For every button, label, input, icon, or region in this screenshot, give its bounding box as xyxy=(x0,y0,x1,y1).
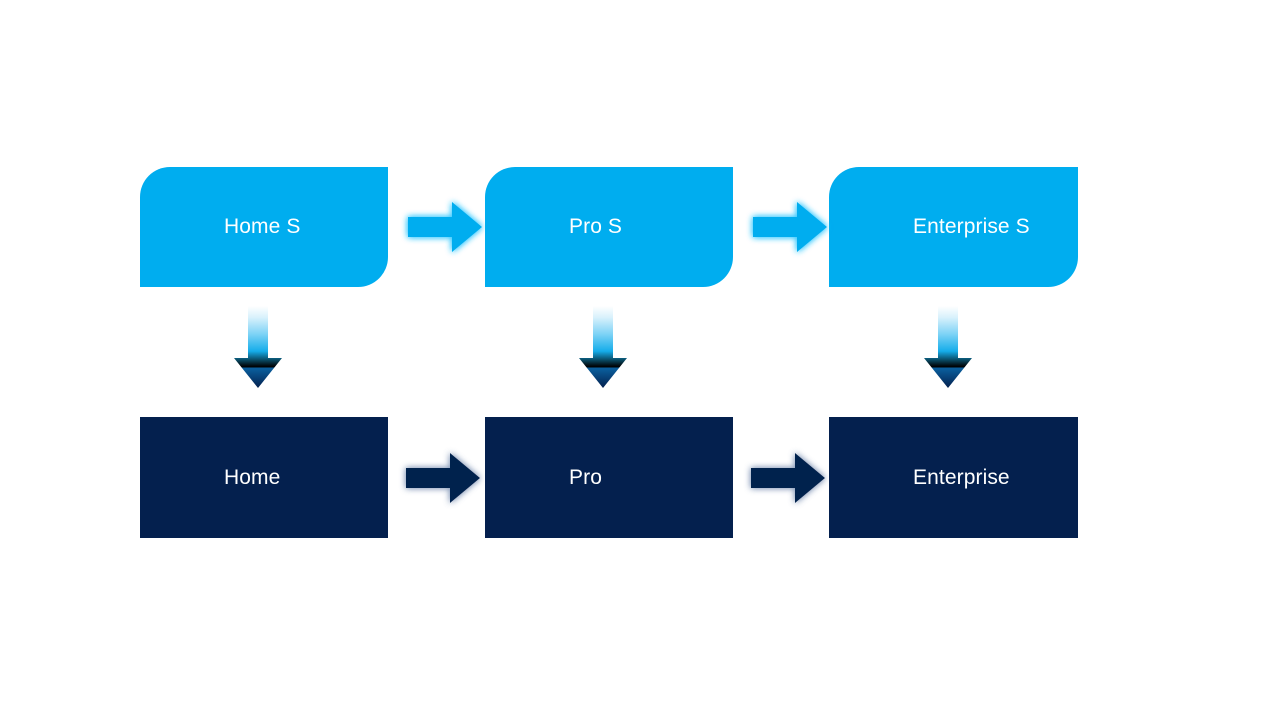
node-home-label: Home xyxy=(224,465,281,489)
node-home-s-label: Home S xyxy=(224,215,301,239)
arrow-down-icon-home-s-to-home xyxy=(232,306,284,390)
node-enterprise-s[interactable]: Enterprise S xyxy=(829,167,1078,287)
arrow-down-icon-pro-s-to-pro xyxy=(577,306,629,390)
arrow-right-icon-pro-s-to-enterprise-s xyxy=(751,199,829,255)
node-pro[interactable]: Pro xyxy=(485,417,733,538)
node-home[interactable]: Home xyxy=(140,417,388,538)
arrow-right-icon-pro-to-enterprise xyxy=(749,450,827,506)
node-enterprise[interactable]: Enterprise xyxy=(829,417,1078,538)
arrow-right-icon-home-to-pro xyxy=(404,450,482,506)
node-enterprise-label: Enterprise xyxy=(913,465,1010,489)
node-home-s[interactable]: Home S xyxy=(140,167,388,287)
node-pro-s-label: Pro S xyxy=(569,215,623,239)
node-enterprise-s-label: Enterprise S xyxy=(913,215,1030,239)
arrow-right-icon-home-s-to-pro-s xyxy=(406,199,484,255)
node-pro-label: Pro xyxy=(569,465,602,489)
node-pro-s[interactable]: Pro S xyxy=(485,167,733,287)
arrow-down-icon-enterprise-s-to-enterprise xyxy=(922,306,974,390)
